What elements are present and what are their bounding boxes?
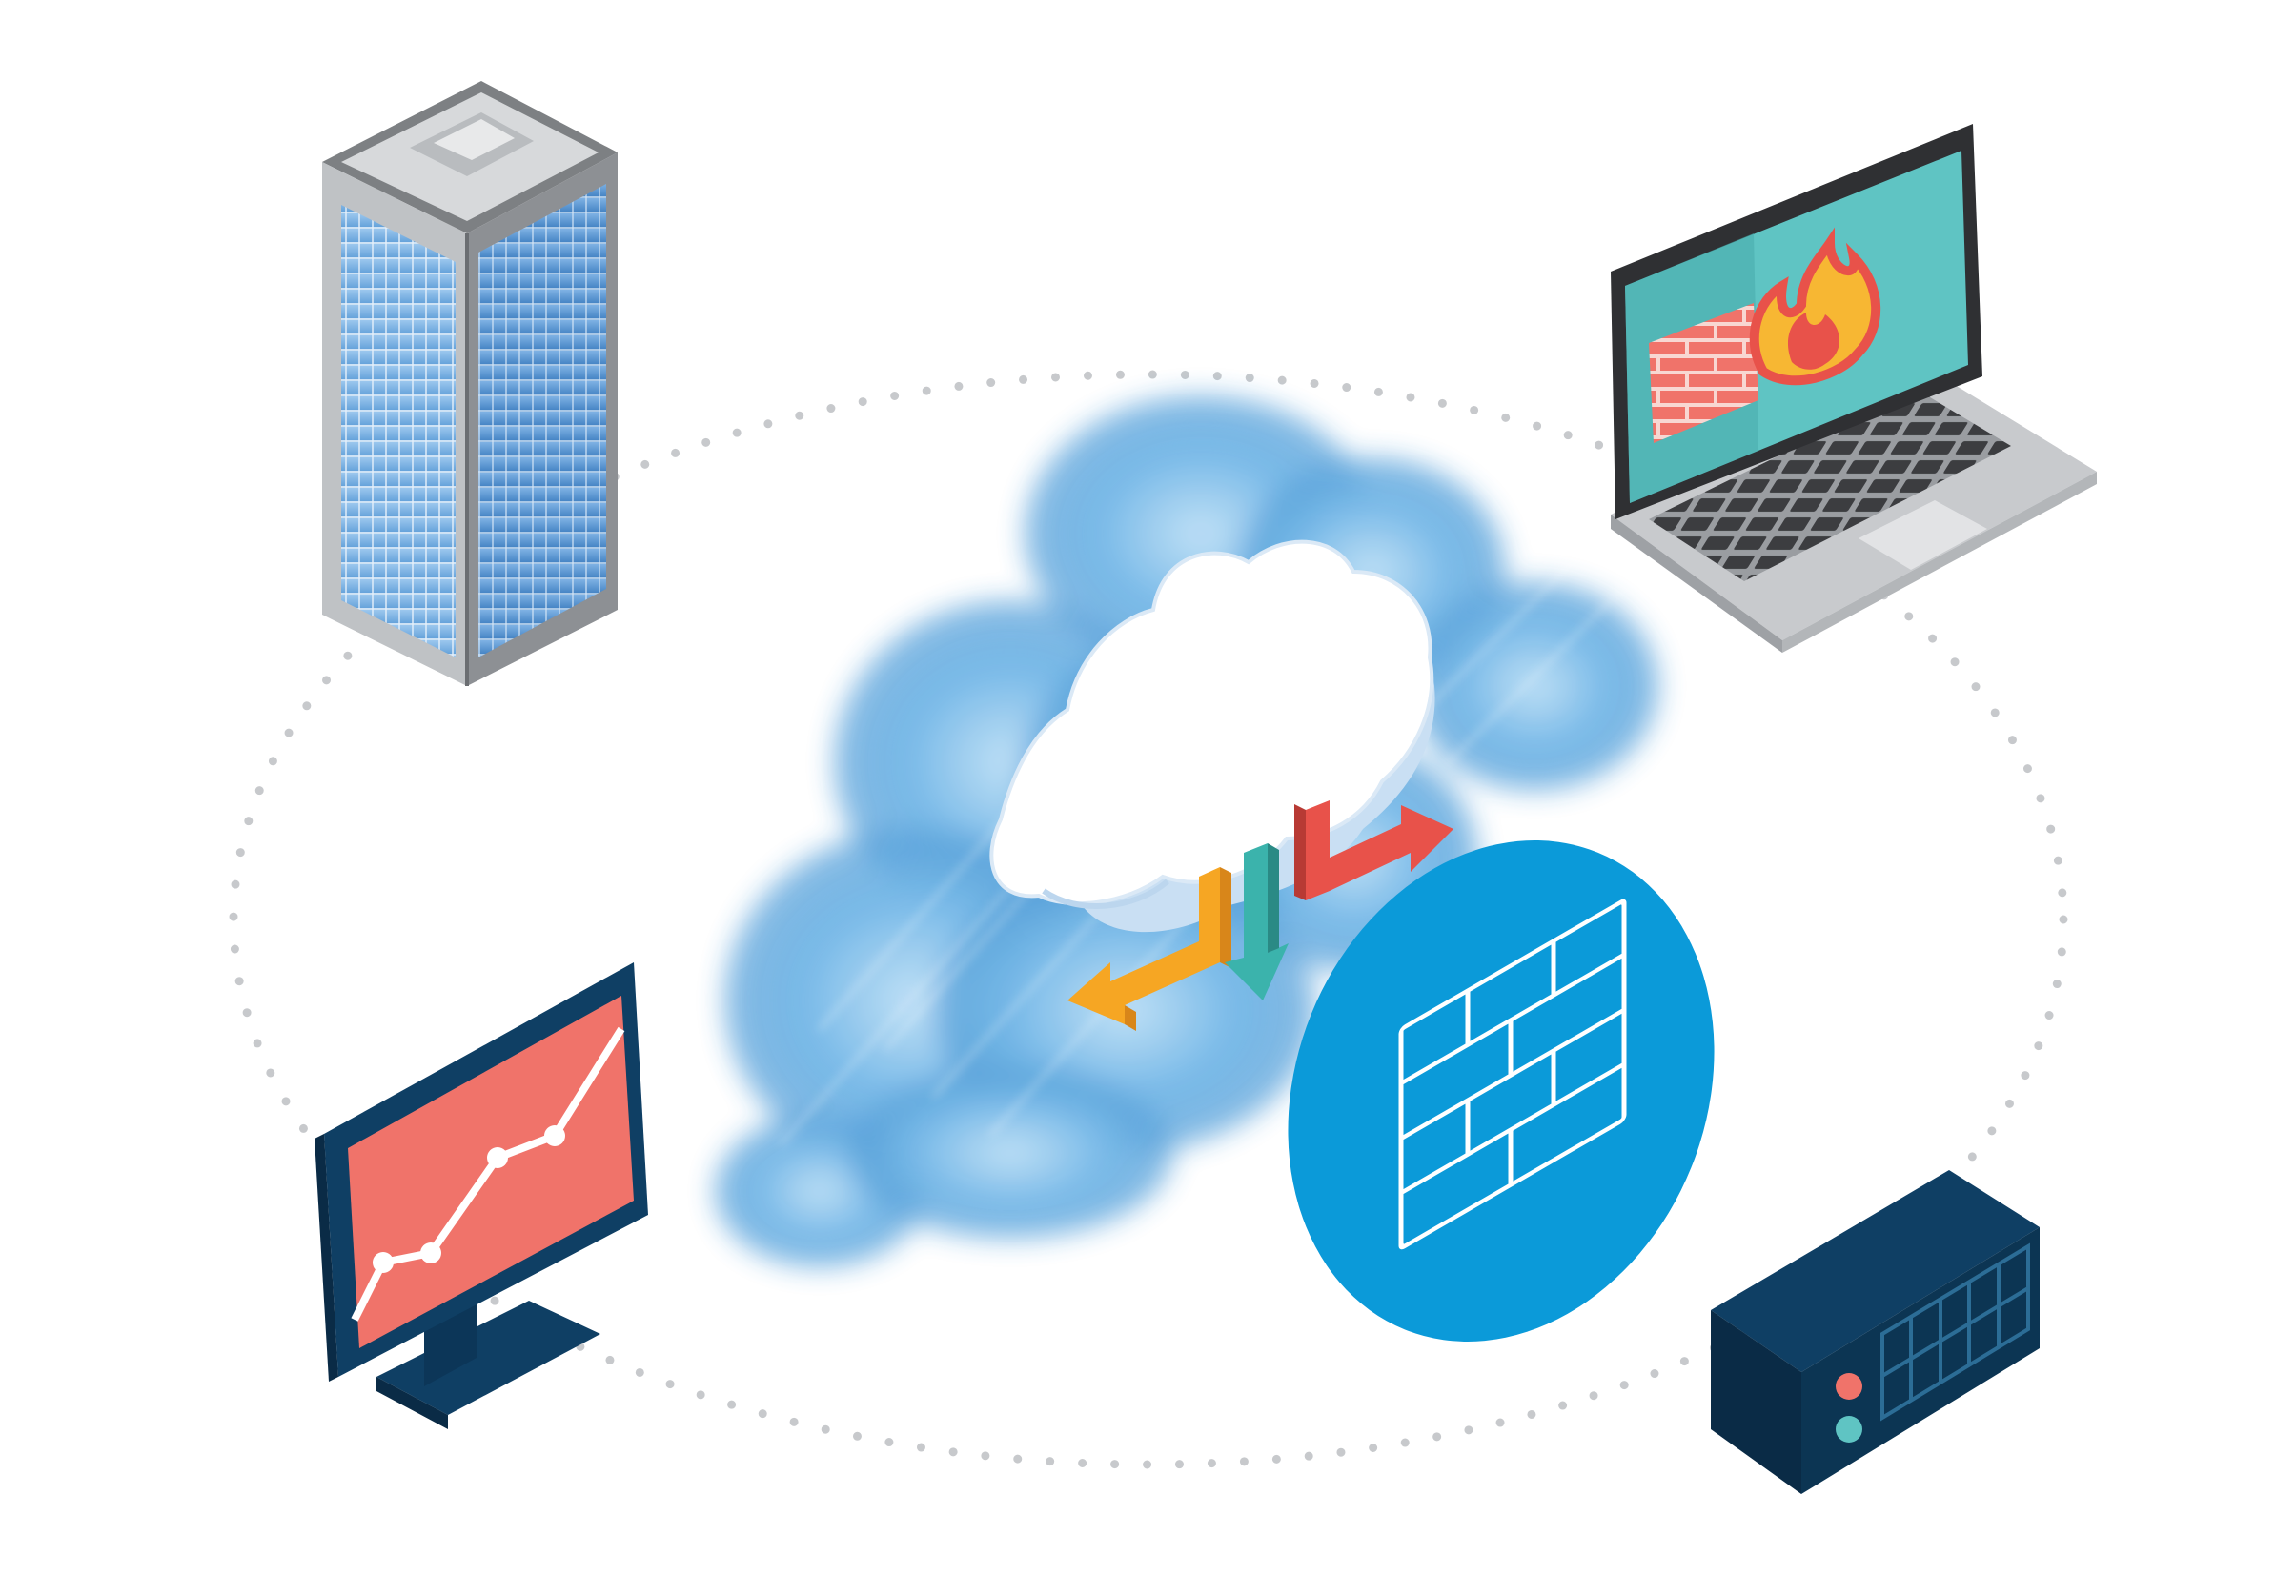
status-light-red-icon [1836, 1373, 1862, 1400]
arrow-orange-icon [1067, 867, 1231, 1031]
connection-ring [229, 370, 2068, 1469]
flame-icon [1749, 227, 1881, 386]
monitor-chart-icon [315, 962, 648, 1429]
laptop-firewall-icon [1611, 124, 2097, 653]
firewall-brick-icon [1288, 840, 1715, 1342]
office-building-icon [322, 81, 618, 686]
data-flow-arrows [1067, 800, 1453, 1031]
arrow-red-icon [1294, 800, 1453, 900]
server-rack-icon [1711, 1170, 2040, 1494]
status-light-teal-icon [1836, 1416, 1862, 1443]
arrow-teal-icon [1225, 843, 1289, 1000]
